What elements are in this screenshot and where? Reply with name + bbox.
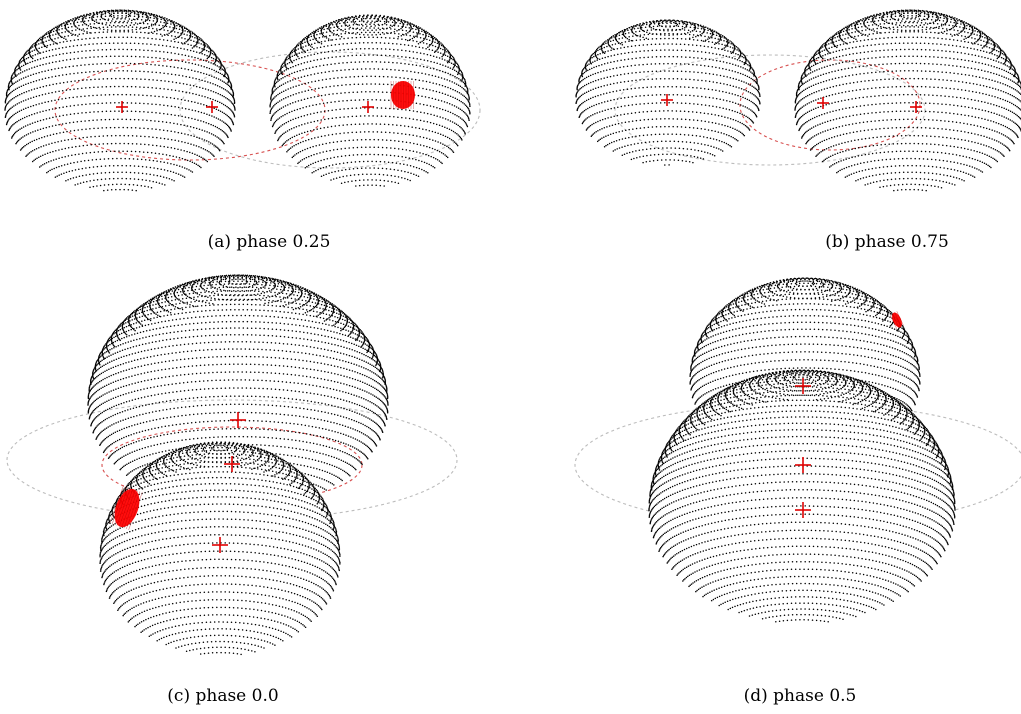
center-marker [362, 101, 374, 113]
orbit-ellipse-outer [179, 51, 481, 169]
center-marker [817, 97, 829, 109]
orbit-ellipse-inner [739, 59, 921, 151]
panel-phase-0-5 [510, 270, 1021, 714]
primary-star-surface [575, 19, 761, 166]
orbit-ellipse-inner [54, 59, 326, 161]
center-marker [795, 502, 811, 518]
secondary-star-surface [269, 14, 471, 187]
orbit-ellipse-outer [614, 54, 926, 166]
center-marker [116, 101, 128, 113]
binary-star-diagram-a [4, 9, 481, 192]
center-marker [661, 94, 673, 106]
panel-phase-0-0 [0, 270, 510, 714]
center-marker [910, 101, 922, 113]
star-spot [889, 311, 904, 330]
binary-star-diagram-c [6, 274, 458, 678]
center-marker [795, 378, 811, 394]
binary-star-diagram-d [574, 277, 1021, 650]
caption-panel-c: (c) phase 0.0 [167, 686, 279, 706]
star-spot [109, 485, 143, 530]
panel-phase-0-75 [510, 0, 1021, 280]
star-spot [390, 81, 415, 109]
orbit-ellipse-outer [574, 402, 1021, 528]
caption-panel-b: (b) phase 0.75 [825, 232, 949, 252]
center-marker [212, 537, 228, 553]
primary-star-surface [4, 9, 236, 192]
secondary-star-surface [794, 9, 1021, 192]
foreground-star-surface [99, 441, 341, 656]
foreground-star-surface [648, 369, 956, 623]
center-marker [795, 457, 811, 473]
center-marker [206, 101, 218, 113]
center-marker [224, 456, 240, 472]
binary-star-diagram-b [575, 9, 1021, 192]
caption-panel-d: (d) phase 0.5 [743, 686, 857, 706]
panel-phase-0-25 [0, 0, 510, 280]
background-star-surface [87, 274, 389, 512]
caption-panel-a: (a) phase 0.25 [207, 232, 331, 252]
center-marker [230, 412, 246, 428]
